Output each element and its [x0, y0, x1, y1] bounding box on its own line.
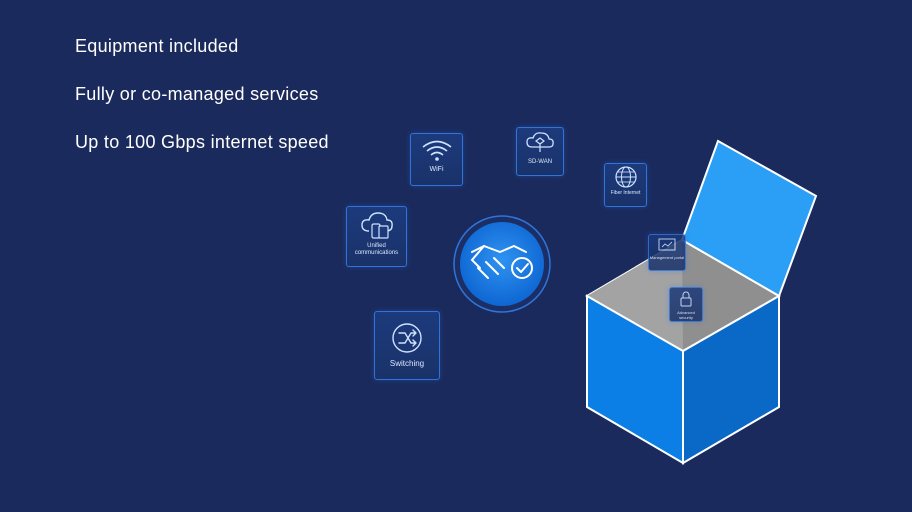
tile-management-portal: Management portal: [648, 234, 686, 271]
cloud-phone-icon: [360, 212, 393, 239]
box-side-face: [682, 294, 780, 465]
handshake-check-icon: [453, 215, 551, 313]
tile-wifi-label: WiFi: [429, 166, 444, 173]
tile-unified-communications: Unified communications: [346, 206, 407, 267]
tile-sdwan-label: SD-WAN: [527, 159, 553, 165]
tile-security-label: Advanced security: [677, 310, 695, 320]
sdwan-icon: [526, 132, 554, 152]
tile-switching-label: Switching: [389, 359, 425, 368]
tile-switching: Switching: [374, 311, 440, 380]
feature-internet-speed: Up to 100 Gbps internet speed: [75, 132, 329, 152]
globe-icon: [614, 166, 637, 188]
wifi-icon: [422, 140, 451, 161]
tile-wifi: WiFi: [410, 133, 463, 186]
tile-advanced-security: Advanced security: [669, 287, 703, 322]
tile-unified-label: Unified communications: [354, 243, 399, 256]
switch-arrows-icon: [392, 323, 422, 353]
tile-management-label: Management portal: [649, 255, 685, 260]
tile-fiber: Fiber Internet: [604, 163, 647, 207]
tile-fiber-label: Fiber Internet: [610, 190, 641, 196]
feature-list: Equipment included Fully or co-managed s…: [75, 34, 329, 178]
feature-managed-services: Fully or co-managed services: [75, 84, 319, 104]
portal-icon: [658, 238, 676, 251]
tile-sdwan: SD-WAN: [516, 127, 564, 176]
lock-icon: [680, 291, 692, 307]
feature-equipment: Equipment included: [75, 36, 239, 56]
open-box: [585, 139, 818, 465]
